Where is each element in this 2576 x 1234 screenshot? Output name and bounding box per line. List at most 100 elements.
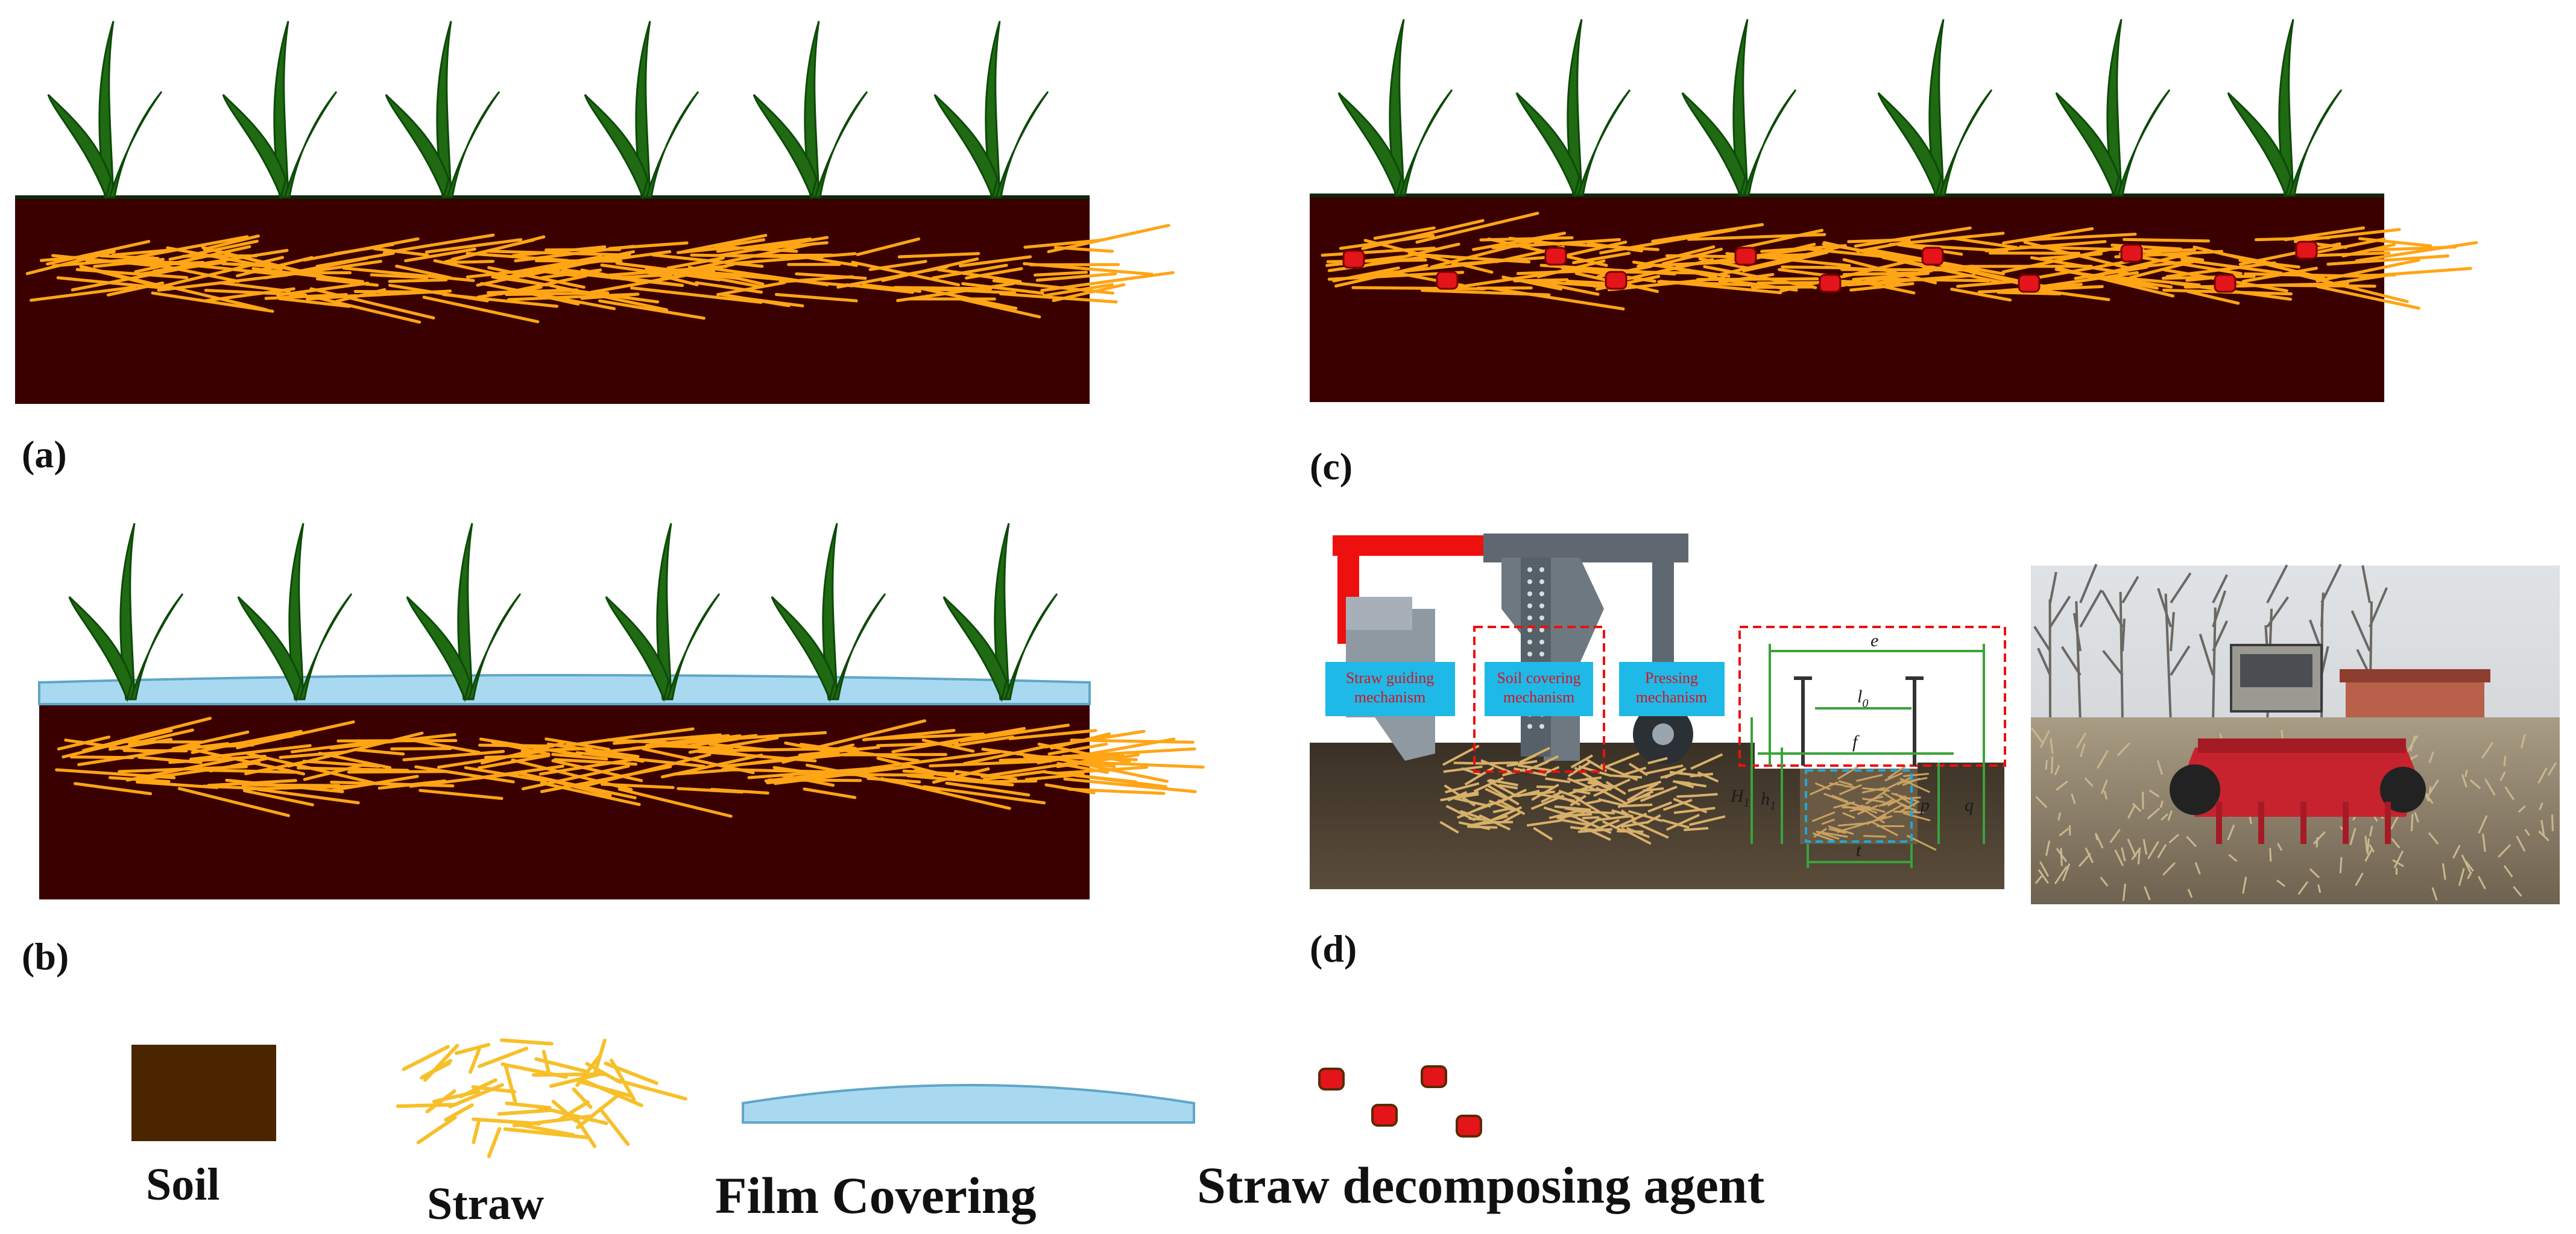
straw-piece (1620, 820, 1650, 828)
stubble (2157, 843, 2167, 858)
stubble (2537, 767, 2548, 784)
straw-stalk (921, 738, 975, 753)
straw-stalk (876, 741, 959, 748)
straw-stalk (1956, 279, 2027, 288)
stubble (2186, 836, 2197, 848)
straw-piece (1664, 767, 1687, 779)
straw-stalk (551, 752, 608, 761)
straw-stalk (617, 787, 733, 818)
straw-stalk (1849, 282, 1915, 292)
plant-row (47, 20, 1049, 200)
straw-piece (1540, 755, 1559, 766)
tree-branch (2212, 620, 2229, 652)
plant-leaf (813, 91, 868, 198)
straw-piece (1876, 804, 1902, 820)
legend-straw-stalk (517, 1122, 575, 1137)
plant-leaf (985, 20, 1001, 198)
straw-piece (1902, 812, 1931, 822)
stubble (2431, 887, 2438, 901)
straw-stalk (958, 255, 1032, 268)
straw-piece (1445, 805, 1476, 822)
stubble (2478, 875, 2486, 890)
stubble (2132, 802, 2142, 812)
agent-granule (1605, 271, 1627, 290)
stubble (2369, 844, 2375, 853)
stubble (2499, 771, 2506, 781)
straw-stalk (1508, 236, 1561, 246)
straw-piece (1647, 801, 1672, 813)
photo-machine-frame (2183, 748, 2418, 817)
legend-straw-stalk (471, 1085, 517, 1094)
tree-branch (2033, 626, 2051, 652)
straw-stalk (151, 291, 274, 313)
shank-hole (1527, 628, 1532, 632)
panel-label-a: (a) (22, 433, 67, 476)
straw-stalk (309, 287, 435, 320)
stubble (2410, 814, 2414, 831)
stubble (2127, 839, 2137, 857)
stubble (2168, 834, 2179, 843)
straw-piece (1486, 779, 1515, 796)
stubble (2428, 832, 2439, 845)
straw-stalk (730, 751, 837, 767)
plant-leaf (2055, 92, 2120, 198)
agent-granule (2120, 244, 2143, 263)
straw-stalk (630, 286, 763, 304)
straw-stalk (418, 789, 504, 801)
legend-agent-granule (1318, 1068, 1345, 1091)
straw-piece (1678, 781, 1706, 788)
straw-stalk (540, 781, 641, 807)
straw-stalk (1854, 226, 1972, 248)
legend-straw-swatch (396, 1038, 687, 1159)
straw-stalk (845, 283, 914, 294)
legend-straw-stalk (579, 1077, 643, 1107)
legend-straw-stalk (425, 1089, 456, 1113)
straw-stalk (1951, 236, 2018, 250)
straw-piece (1498, 784, 1518, 790)
straw-stalk (478, 743, 555, 748)
plant-leaf (467, 593, 522, 700)
decomposing-agent-dots (1342, 241, 2318, 293)
stubble (2452, 845, 2461, 859)
stubble (2100, 877, 2109, 887)
stubble (2162, 862, 2176, 876)
straw-stalk (2293, 272, 2409, 303)
straw-piece (1497, 799, 1526, 816)
straw-stalk (111, 248, 176, 257)
legend-straw-stalk (505, 1101, 552, 1110)
shank-hole (1527, 567, 1532, 572)
straw-stalk (2314, 251, 2391, 257)
straw-piece (1619, 803, 1653, 808)
legend-straw-stalk (576, 1093, 620, 1130)
legend-straw-stalk (444, 1103, 474, 1122)
stubble (2076, 732, 2087, 749)
straw-piece (1442, 744, 1480, 766)
stubble (2031, 727, 2044, 744)
legend-straw-stalk (541, 1050, 551, 1074)
stubble (2059, 828, 2069, 837)
straw-piece (1856, 773, 1883, 782)
straw-stalk (1451, 255, 1558, 266)
straw-stalk (202, 784, 265, 790)
stubble (2060, 848, 2063, 866)
straw-stalk (716, 281, 786, 297)
straw-piece (1881, 792, 1910, 810)
straw-stalk (406, 738, 481, 754)
plant-leaf (584, 93, 649, 200)
straw-stalk (520, 253, 631, 278)
straw-stalk (117, 740, 203, 744)
straw-piece (1673, 798, 1708, 814)
straw-piece (1643, 787, 1664, 792)
straw-stalk (402, 750, 505, 761)
straw-piece (1645, 814, 1661, 825)
straw-stalk (764, 765, 894, 782)
straw-stalk (2355, 241, 2478, 263)
straw-stalk (1902, 243, 2009, 253)
straw-stalk (1332, 266, 1400, 283)
panel-b (38, 523, 1205, 899)
straw-stalk (329, 732, 456, 750)
tree-branch (2121, 619, 2126, 652)
straw-stalk (422, 295, 540, 324)
straw-piece (1480, 759, 1512, 773)
